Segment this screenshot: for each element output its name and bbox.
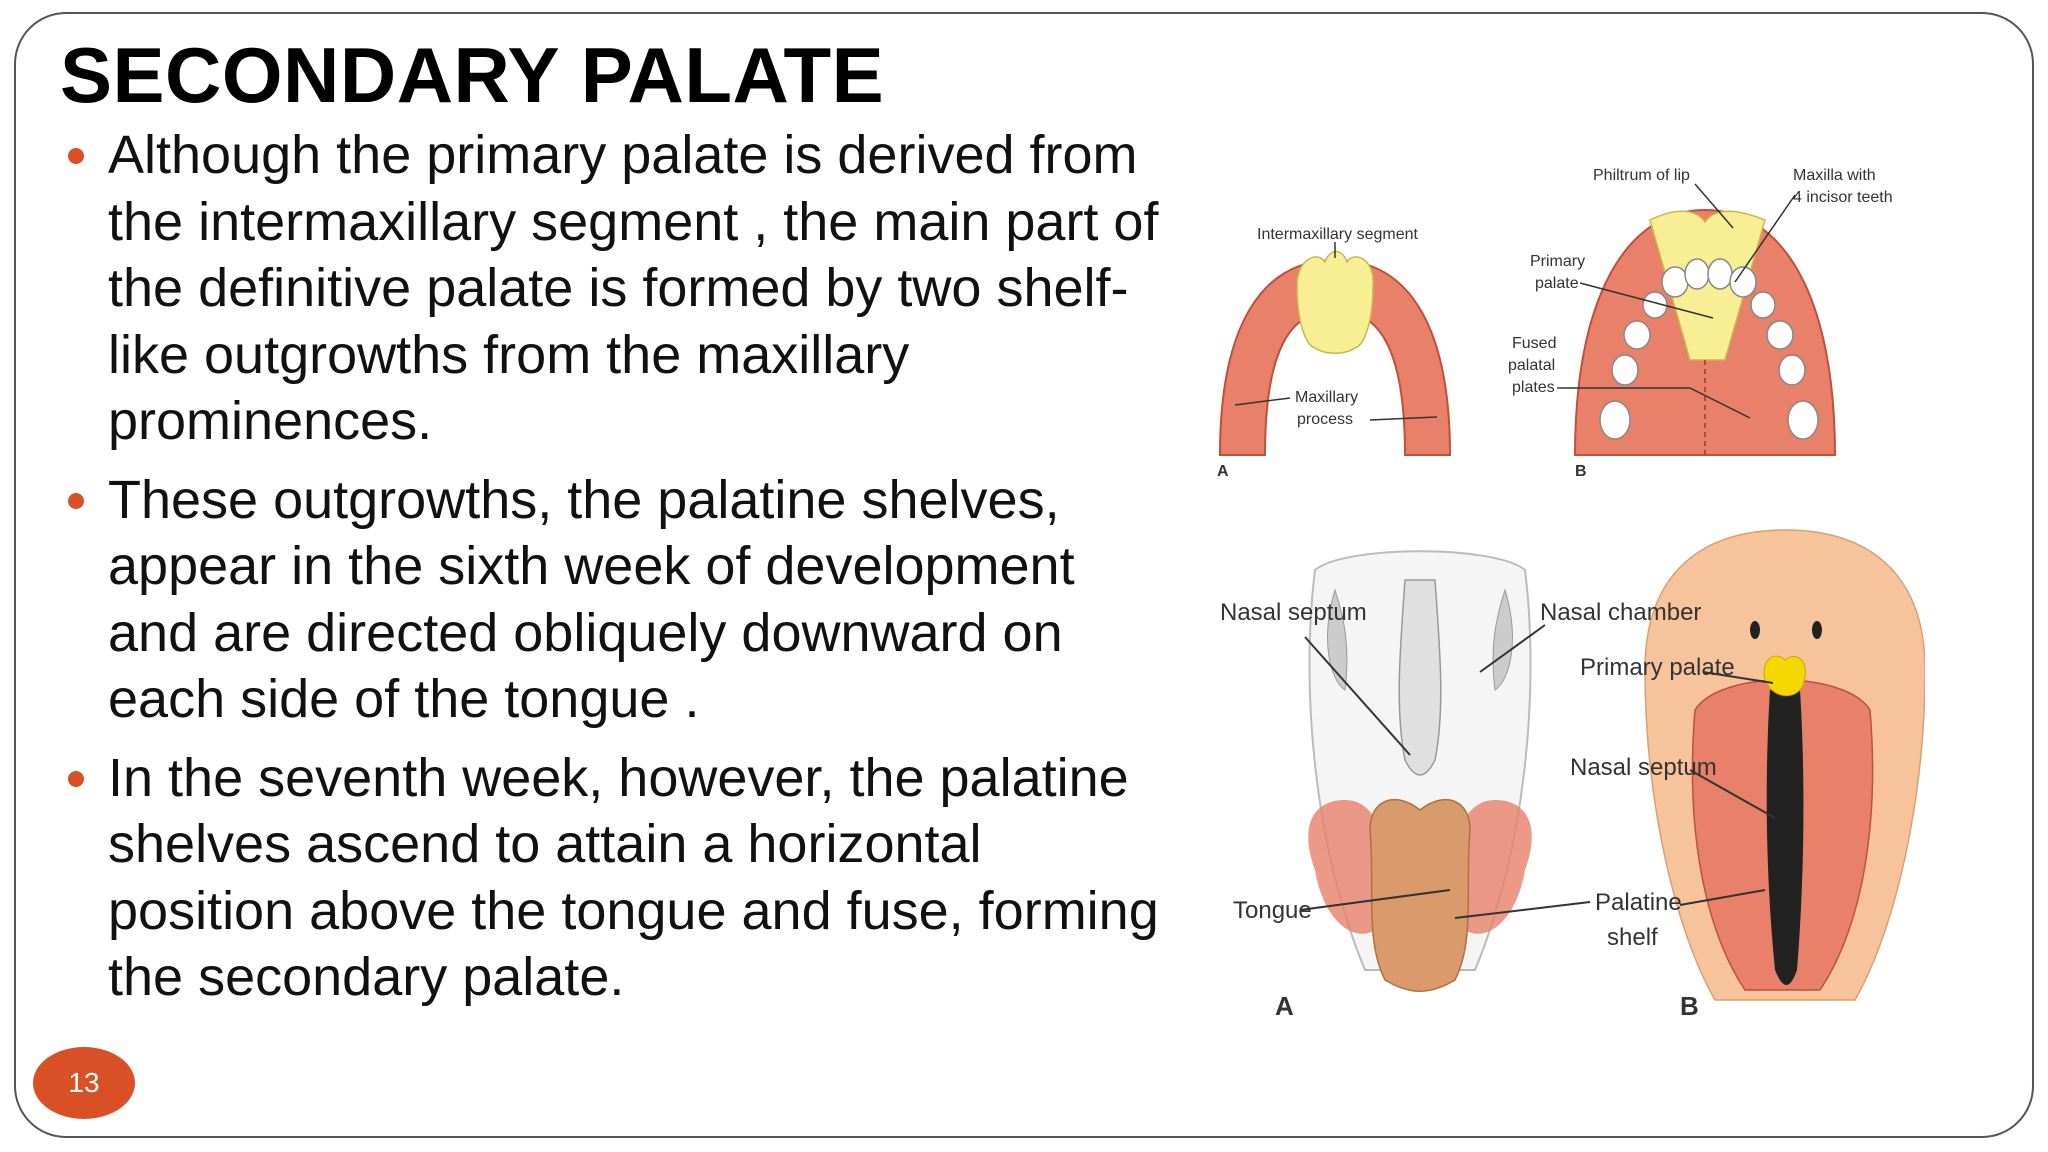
bullet-list: Although the primary palate is derived f…	[62, 122, 1172, 1023]
label-tongue: Tongue	[1233, 897, 1312, 924]
tongue-shape	[1369, 799, 1471, 992]
label-primary-palate-b: Primary palate	[1580, 654, 1735, 681]
bullet-text: In the seventh week, however, the palati…	[108, 747, 1159, 1008]
label-nasal-chamber: Nasal chamber	[1540, 599, 1701, 626]
maxillary-process-shape	[1218, 258, 1452, 456]
label-maxillary-2: process	[1297, 411, 1353, 428]
bottom-a-diagram: Nasal septum Tongue A	[1220, 550, 1532, 1021]
intermaxillary-segment-shape	[1296, 250, 1374, 354]
primary-palate-b-shape	[1763, 655, 1806, 697]
label-intermaxillary: Intermaxillary segment	[1257, 226, 1419, 243]
bullet-item: In the seventh week, however, the palati…	[62, 745, 1172, 1011]
nasal-septum-b-shape	[1766, 690, 1804, 985]
bullet-text: Although the primary palate is derived f…	[108, 125, 1159, 451]
panel-label-a-top: A	[1217, 463, 1229, 480]
label-maxilla-1: Maxilla with	[1793, 167, 1876, 184]
panel-label-a-bottom: A	[1275, 991, 1294, 1021]
label-palatine-2: shelf	[1607, 924, 1658, 951]
label-fused-2: palatal	[1508, 357, 1555, 374]
bullet-dot-icon	[68, 492, 84, 509]
bullet-item: Although the primary palate is derived f…	[62, 122, 1172, 455]
nasal-septum-shape	[1398, 579, 1442, 776]
label-nasal-septum-b: Nasal septum	[1570, 754, 1717, 781]
palate-figure-svg: Intermaxillary segment Maxillary process…	[1217, 167, 1925, 1021]
label-fused-1: Fused	[1512, 335, 1556, 352]
label-maxilla-2: 4 incisor teeth	[1793, 189, 1893, 206]
label-palatine-1: Palatine	[1595, 889, 1682, 916]
panel-label-b-bottom: B	[1680, 991, 1699, 1021]
slide-title: SECONDARY PALATE	[60, 31, 885, 119]
bullet-text: These outgrowths, the palatine shelves, …	[108, 469, 1075, 730]
label-philtrum: Philtrum of lip	[1593, 167, 1690, 184]
palate-development-figure: Intermaxillary segment Maxillary process…	[1205, 150, 1925, 1050]
label-fused-3: plates	[1512, 379, 1555, 396]
bullet-dot-icon	[68, 770, 84, 787]
label-primary-2: palate	[1535, 275, 1579, 292]
top-a-diagram: Intermaxillary segment Maxillary process…	[1217, 226, 1452, 480]
primary-palate-shape	[1649, 210, 1766, 361]
bullet-item: These outgrowths, the palatine shelves, …	[62, 467, 1172, 733]
page-number-badge: 13	[33, 1047, 135, 1119]
panel-label-b-top: B	[1575, 463, 1587, 480]
label-primary-1: Primary	[1530, 253, 1585, 270]
top-b-diagram: Philtrum of lip Maxilla with 4 incisor t…	[1508, 167, 1893, 480]
label-maxillary-1: Maxillary	[1295, 389, 1358, 406]
bottom-b-diagram: Nasal chamber Primary palate Nasal septu…	[1454, 529, 1925, 1021]
bullet-dot-icon	[68, 148, 84, 164]
right-shelf-shape	[1451, 800, 1532, 934]
label-nasal-septum-a: Nasal septum	[1220, 599, 1367, 626]
teeth-group	[1599, 258, 1819, 440]
